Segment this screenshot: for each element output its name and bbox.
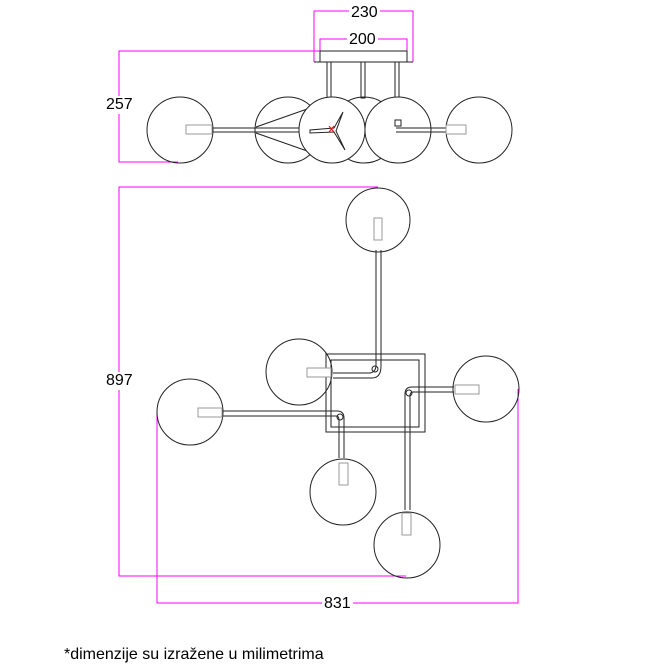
dimension-label-831: 831	[322, 595, 353, 613]
top-view	[156, 187, 520, 579]
footnote: *dimenzije su izražene u milimetrima	[64, 646, 324, 663]
globe	[265, 338, 333, 406]
globe	[345, 187, 411, 253]
globe	[156, 378, 224, 446]
center-mark	[328, 125, 335, 133]
dimension-label-230: 230	[349, 4, 380, 22]
dimension-label-897: 897	[104, 372, 135, 390]
dimension-label-257: 257	[104, 96, 135, 114]
tripod-mount	[309, 111, 346, 151]
globe	[452, 355, 520, 423]
dimension-label-200: 200	[347, 31, 378, 49]
globe	[309, 458, 377, 526]
dimension-lines-top	[118, 186, 519, 604]
globe	[373, 511, 441, 579]
side-view	[146, 50, 513, 164]
canopy	[319, 50, 408, 63]
